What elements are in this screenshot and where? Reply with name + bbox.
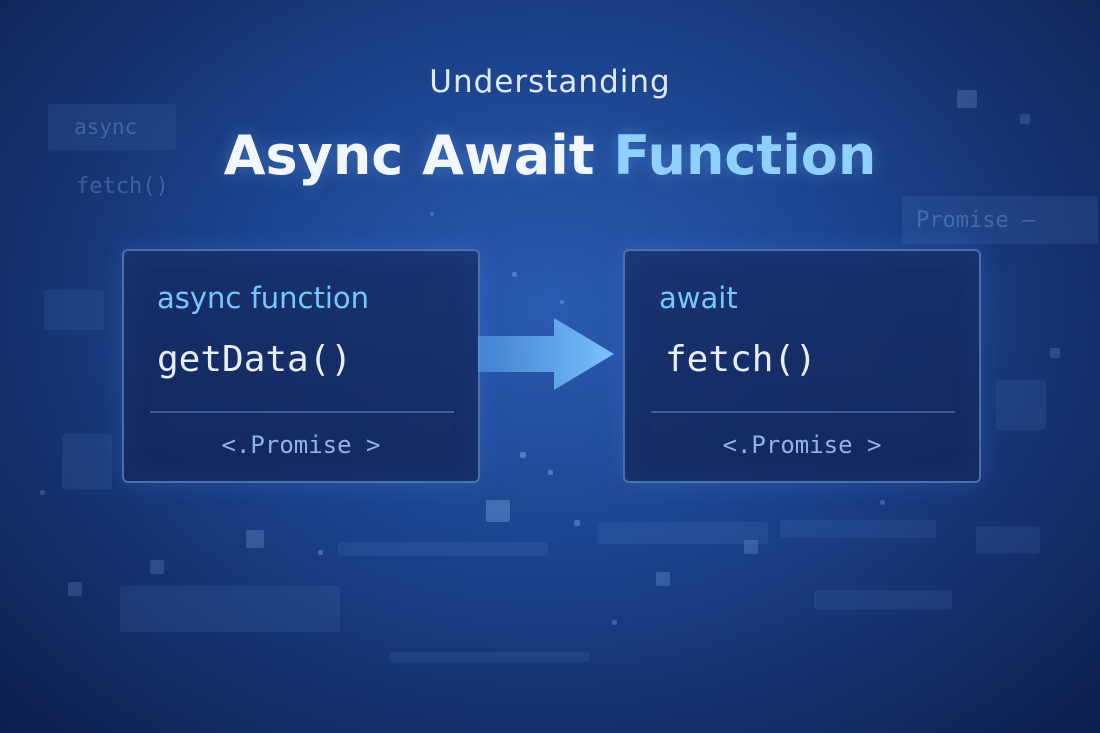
card-promise-label: <.Promise >: [221, 431, 381, 459]
subtitle: Understanding: [429, 64, 671, 100]
card-divider: [651, 411, 955, 413]
card-call: fetch(): [665, 339, 817, 380]
title-main: Async Await: [223, 124, 595, 187]
right-arrow-icon: [478, 318, 614, 390]
page-title: Async Await Function: [0, 124, 1100, 187]
card-keyword: async function: [157, 281, 370, 315]
await-card: await fetch() <.Promise >: [623, 249, 981, 483]
card-promise-label: <.Promise >: [722, 431, 882, 459]
title-accent: Function: [613, 124, 877, 187]
async-function-card: async function getData() <.Promise >: [122, 249, 480, 483]
bg-text-promise: Promise —: [916, 208, 1036, 233]
card-keyword: await: [659, 281, 738, 315]
card-divider: [150, 411, 454, 413]
card-call: getData(): [157, 339, 353, 380]
